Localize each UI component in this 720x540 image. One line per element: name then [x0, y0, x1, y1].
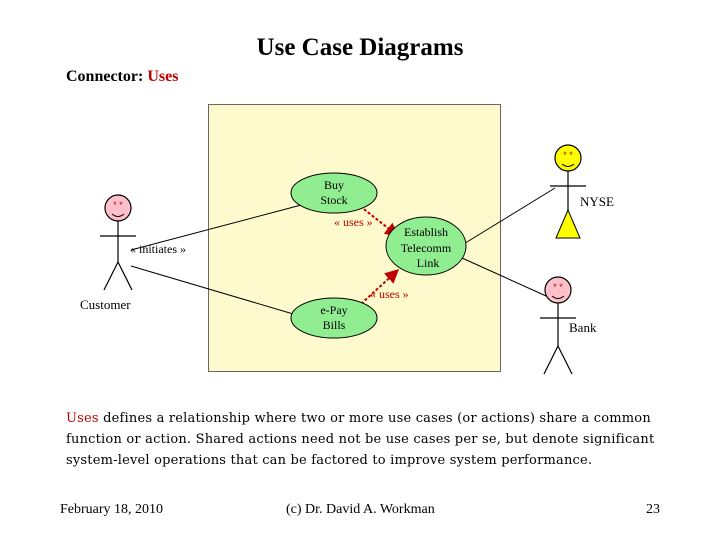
use-case-line: Bills	[323, 318, 346, 332]
assoc-customer-buy-stock	[130, 203, 306, 251]
description-highlight: Uses	[66, 411, 99, 426]
use-case-e-pay-bills: e-Pay Bills	[290, 297, 378, 339]
subtitle-value: Uses	[147, 68, 179, 85]
initiates-label: « initiates »	[130, 242, 186, 256]
actor-customer: * * Customer	[80, 194, 136, 312]
subtitle: Connector: Uses	[66, 68, 178, 86]
subtitle-label: Connector:	[66, 68, 144, 85]
use-case-line: Link	[417, 256, 440, 270]
actor-nyse: * * NYSE	[550, 144, 614, 239]
footer-page-number: 23	[646, 502, 660, 517]
use-case-line: Buy	[324, 178, 344, 192]
use-case-line: Stock	[320, 193, 347, 207]
actor-label-bank: Bank	[569, 320, 597, 335]
description-paragraph: Uses defines a relationship where two or…	[66, 408, 656, 471]
assoc-customer-e-pay	[130, 265, 301, 317]
uses-label-1: « uses »	[334, 215, 373, 229]
use-case-line: Establish	[404, 225, 448, 239]
actor-label-customer: Customer	[80, 297, 131, 312]
actor-eyes: * *	[563, 150, 573, 160]
use-case-buy-stock: Buy Stock	[290, 172, 378, 214]
assoc-bank-establish-link	[461, 257, 556, 301]
actor-label-nyse: NYSE	[580, 194, 614, 209]
actor-eyes: * *	[113, 200, 123, 210]
uses-label-2: « uses »	[370, 287, 409, 301]
use-case-line: Telecomm	[401, 241, 452, 255]
use-case-establish-telecomm-link: Establish Telecomm Link	[385, 216, 467, 276]
assoc-nyse-establish-link	[461, 187, 556, 246]
slide-title: Use Case Diagrams	[256, 34, 464, 61]
actor-bank: * * Bank	[540, 276, 597, 375]
footer-author: (c) Dr. David A. Workman	[286, 502, 435, 517]
description-text: defines a relationship where two or more…	[66, 411, 655, 468]
use-case-line: e-Pay	[320, 303, 347, 317]
actor-eyes: * *	[553, 282, 563, 292]
footer-date: February 18, 2010	[60, 502, 164, 517]
